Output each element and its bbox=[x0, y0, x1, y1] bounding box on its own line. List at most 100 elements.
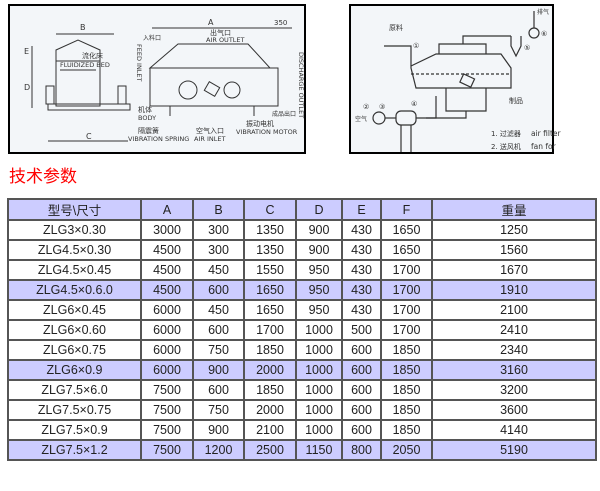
section-title: 技术参数 bbox=[9, 167, 77, 187]
column-header: C bbox=[243, 198, 297, 221]
column-header: F bbox=[380, 198, 433, 221]
value-cell: 1550 bbox=[243, 259, 297, 281]
value-cell: 2100 bbox=[431, 299, 597, 321]
label-spring: 隔震簧 bbox=[138, 126, 159, 135]
column-header: D bbox=[295, 198, 343, 221]
value-cell: 600 bbox=[192, 379, 245, 401]
value-cell: 3160 bbox=[431, 359, 597, 381]
marker-2: ② bbox=[363, 103, 369, 111]
label-motor: 振动电机 bbox=[246, 119, 274, 128]
value-cell: 2050 bbox=[380, 439, 433, 461]
value-cell: 7500 bbox=[140, 419, 194, 441]
value-cell: 1910 bbox=[431, 279, 597, 301]
dim-c: C bbox=[86, 132, 92, 141]
label-product-outlet: 成品出口 bbox=[272, 110, 296, 118]
value-cell: 1650 bbox=[243, 279, 297, 301]
value-cell: 2000 bbox=[243, 359, 297, 381]
value-cell: 1350 bbox=[243, 239, 297, 261]
dim-e: E bbox=[24, 47, 29, 56]
value-cell: 1850 bbox=[380, 359, 433, 381]
label-feed-inlet-en: FEED INLET bbox=[135, 44, 143, 82]
value-cell: 1650 bbox=[243, 299, 297, 321]
front-hood bbox=[148, 43, 272, 69]
label-spring-en: VIBRATION SPRING bbox=[128, 135, 189, 143]
value-cell: 800 bbox=[341, 439, 382, 461]
column-header: 型号\尺寸 bbox=[7, 198, 142, 221]
model-cell: ZLG7.5×6.0 bbox=[7, 379, 142, 401]
dryer-dimension-diagram: B C D E 流化床 FLUIDIZED BED A 350 出气口 AIR … bbox=[8, 4, 306, 154]
marker-1: ① bbox=[413, 42, 419, 50]
column-header: B bbox=[192, 198, 245, 221]
marker-6: ⑥ bbox=[541, 30, 547, 38]
value-cell: 1700 bbox=[243, 319, 297, 341]
model-cell: ZLG3×0.30 bbox=[7, 219, 142, 241]
dryer-shape bbox=[410, 53, 512, 89]
value-cell: 6000 bbox=[140, 339, 194, 361]
value-cell: 1650 bbox=[380, 219, 433, 241]
front-body bbox=[149, 67, 279, 107]
model-cell: ZLG4.5×0.30 bbox=[7, 239, 142, 261]
value-cell: 600 bbox=[341, 419, 382, 441]
value-cell: 1850 bbox=[380, 419, 433, 441]
value-cell: 450 bbox=[192, 299, 245, 321]
value-cell: 3000 bbox=[140, 219, 194, 241]
model-cell: ZLG4.5×0.6.0 bbox=[7, 279, 142, 301]
value-cell: 1850 bbox=[380, 339, 433, 361]
label-raw: 原料 bbox=[389, 23, 403, 32]
value-cell: 1650 bbox=[380, 239, 433, 261]
value-cell: 1700 bbox=[380, 259, 433, 281]
value-cell: 1850 bbox=[380, 399, 433, 421]
value-cell: 600 bbox=[192, 319, 245, 341]
value-cell: 600 bbox=[341, 339, 382, 361]
label-product: 制品 bbox=[509, 96, 523, 105]
label-air-inlet: 空气入口 bbox=[196, 126, 224, 135]
value-cell: 900 bbox=[295, 239, 343, 261]
value-cell: 1200 bbox=[192, 439, 245, 461]
model-cell: ZLG4.5×0.45 bbox=[7, 259, 142, 281]
legend-1-en: air filter bbox=[531, 129, 562, 138]
value-cell: 600 bbox=[341, 399, 382, 421]
value-cell: 500 bbox=[341, 319, 382, 341]
value-cell: 2100 bbox=[243, 419, 297, 441]
value-cell: 1000 bbox=[295, 379, 343, 401]
label-air-outlet: 出气口 bbox=[210, 28, 231, 37]
value-cell: 4500 bbox=[140, 279, 194, 301]
marker-4: ④ bbox=[411, 100, 417, 108]
dim-b: B bbox=[80, 23, 86, 32]
label-air-inlet-en: AIR INLET bbox=[194, 135, 225, 143]
value-cell: 1700 bbox=[380, 299, 433, 321]
value-cell: 1850 bbox=[243, 379, 297, 401]
model-cell: ZLG6×0.75 bbox=[7, 339, 142, 361]
value-cell: 300 bbox=[192, 219, 245, 241]
value-cell: 3600 bbox=[431, 399, 597, 421]
label-feed-inlet: 入料口 bbox=[143, 34, 161, 42]
value-cell: 600 bbox=[341, 379, 382, 401]
value-cell: 450 bbox=[192, 259, 245, 281]
label-air: 空气 bbox=[355, 115, 367, 123]
dim-d: D bbox=[24, 83, 30, 92]
model-cell: ZLG6×0.9 bbox=[7, 359, 142, 381]
process-flow-diagram: 原料 排气 制品 空气 ① ② ③ ④ ⑤ ⑥ 1. 过滤器 air filte… bbox=[349, 4, 562, 154]
value-cell: 430 bbox=[341, 299, 382, 321]
model-cell: ZLG7.5×1.2 bbox=[7, 439, 142, 461]
value-cell: 6000 bbox=[140, 299, 194, 321]
value-cell: 430 bbox=[341, 259, 382, 281]
side-base bbox=[47, 103, 131, 111]
value-cell: 2340 bbox=[431, 339, 597, 361]
value-cell: 1700 bbox=[380, 279, 433, 301]
label-fluid-bed-en: FLUIDIZED BED bbox=[60, 61, 110, 69]
value-cell: 2410 bbox=[431, 319, 597, 341]
value-cell: 430 bbox=[341, 239, 382, 261]
value-cell: 1850 bbox=[243, 339, 297, 361]
legend-1: 1. 过滤器 bbox=[491, 129, 521, 138]
value-cell: 1000 bbox=[295, 319, 343, 341]
legend-2: 2. 送风机 bbox=[491, 142, 521, 151]
label-exhaust: 排气 bbox=[537, 8, 549, 16]
value-cell: 1000 bbox=[295, 399, 343, 421]
value-cell: 2000 bbox=[243, 399, 297, 421]
